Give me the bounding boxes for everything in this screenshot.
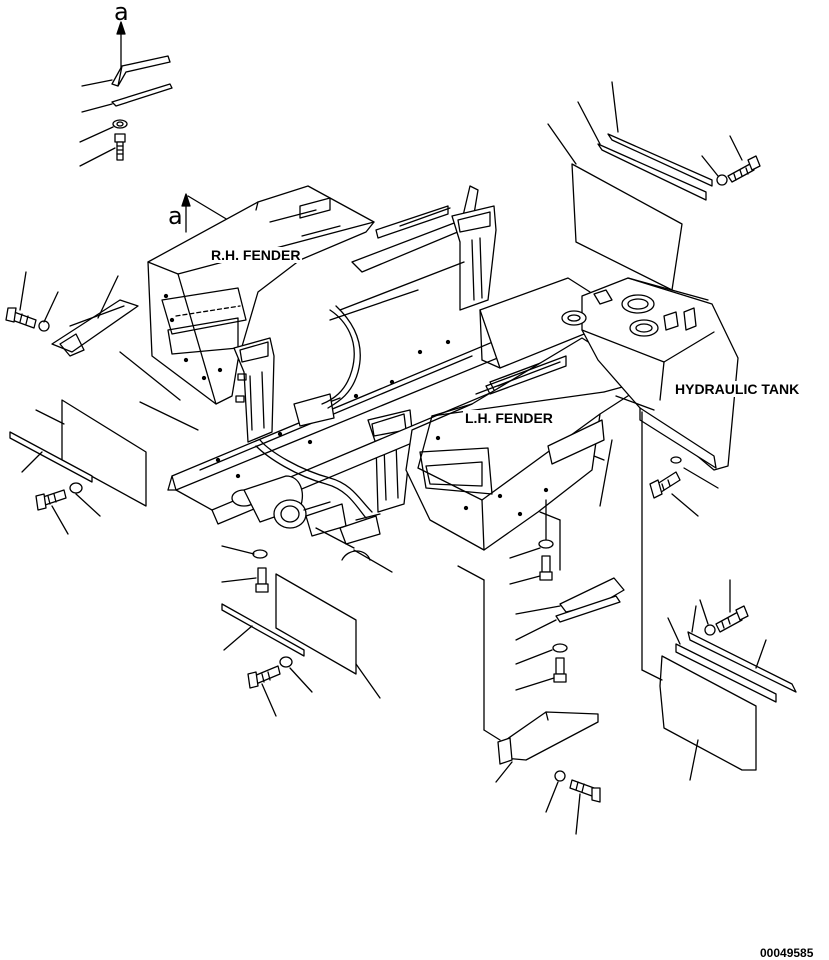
hydraulic-tank-label: HYDRAULIC TANK (673, 381, 802, 397)
wiring-harness (255, 305, 373, 519)
hydraulic-tank (561, 277, 739, 471)
view-mark-fender: a (168, 202, 183, 230)
mud-flap-lower-right (641, 411, 797, 781)
bracket-center-right (457, 499, 625, 741)
post-rh-rear (451, 205, 497, 311)
rh-fender (147, 185, 375, 405)
bolt-center-lower (247, 665, 281, 717)
bolt-center-right-lower (515, 657, 567, 691)
bolt-center-right (509, 555, 553, 585)
leader-lines (353, 439, 613, 573)
rh-fender-label: R.H. FENDER (209, 247, 303, 263)
view-a-arrow-top (116, 21, 126, 69)
lh-fender (405, 337, 649, 551)
lh-fender-label: L.H. FENDER (463, 410, 555, 426)
post-lh-front (367, 409, 413, 513)
bolt-center-upper (221, 567, 269, 593)
tank-bracket-bolt (649, 456, 719, 517)
sheet-id: 00049585 (760, 946, 814, 960)
bolt-upper-right (727, 135, 761, 183)
bolt-lower-right (715, 579, 749, 633)
mud-flap-upper (547, 81, 761, 291)
rh-side-bracket (5, 271, 181, 401)
washer-a (79, 119, 128, 143)
bolt-left-mid (5, 271, 37, 329)
bolt-tank (649, 471, 699, 517)
bolt-a (79, 133, 126, 167)
mud-flap-center (221, 527, 381, 717)
bolt-lower (569, 779, 601, 835)
bracket-lower (495, 711, 601, 835)
post-rh-front (233, 337, 275, 443)
bolt-left-lower (35, 489, 69, 535)
view-mark-top: a (114, 0, 129, 26)
motor-assembly (231, 475, 381, 561)
bracket-plate-a (81, 55, 173, 113)
mud-flap-left (9, 399, 199, 535)
